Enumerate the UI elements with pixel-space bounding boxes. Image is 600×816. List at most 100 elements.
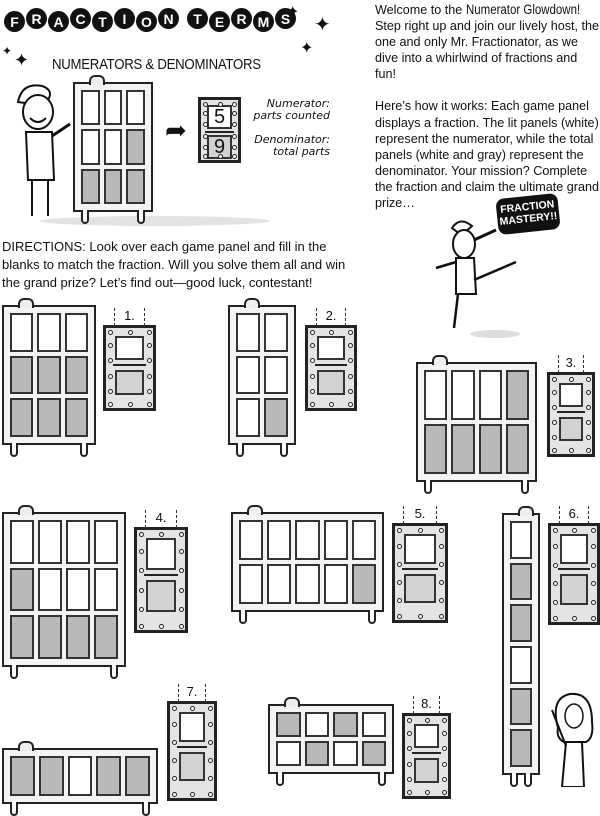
subtitle: NUMERATORS & DENOMINATORS xyxy=(52,56,261,73)
bulb-icon xyxy=(139,587,144,593)
bulb-icon xyxy=(208,722,213,727)
title-letter: C xyxy=(70,8,91,29)
bulb-icon xyxy=(203,154,208,159)
bulb-icon xyxy=(407,761,412,767)
bulb-icon xyxy=(553,599,558,605)
game-panel-cabinet xyxy=(416,355,537,494)
bulb-icon xyxy=(591,562,596,568)
bulb-icon xyxy=(552,435,557,440)
bulb-icon xyxy=(407,718,412,723)
numerator-blank[interactable] xyxy=(414,724,439,749)
numerator-blank[interactable] xyxy=(115,336,144,361)
fraction-board: 7. xyxy=(167,684,217,801)
bulb-icon xyxy=(217,102,223,107)
lit-panel xyxy=(295,520,320,560)
bulb-icon xyxy=(147,330,152,335)
bulb-icon xyxy=(203,122,208,128)
unlit-panel xyxy=(361,741,386,766)
bulb-icon xyxy=(439,614,444,619)
numerator-blank[interactable] xyxy=(560,534,588,565)
title-letter: F xyxy=(4,11,25,32)
bulb-icon xyxy=(179,587,184,593)
unlit-panel xyxy=(38,615,62,659)
numerator-blank[interactable] xyxy=(146,538,176,570)
unlit-panel xyxy=(64,398,88,437)
title-letter: A xyxy=(48,11,69,32)
bulb-icon xyxy=(147,358,152,364)
bulb-icon xyxy=(553,528,558,533)
fraction-bar xyxy=(177,745,207,748)
unlit-panel xyxy=(510,604,532,642)
cabinet-leg xyxy=(510,773,518,787)
mr-fractionator-illustration xyxy=(435,220,517,329)
cabinet-leg xyxy=(424,480,432,494)
numerator-blank[interactable] xyxy=(404,534,436,564)
fraction-bar xyxy=(144,573,178,576)
bulb-icon xyxy=(108,358,113,364)
denominator-blank[interactable] xyxy=(560,574,588,605)
denominator-blank[interactable] xyxy=(404,573,436,604)
unlit-panel xyxy=(37,398,61,437)
bulb-icon xyxy=(572,616,577,621)
bulb-icon xyxy=(108,373,113,379)
bulb-icon xyxy=(397,580,402,585)
denominator-note: Denominator: total parts xyxy=(246,134,330,158)
intro-p2-text: Here’s how it works: Each game panel dis… xyxy=(375,99,600,211)
numerator-blank[interactable] xyxy=(317,336,345,361)
bulb-icon xyxy=(591,544,596,550)
bulb-icon xyxy=(424,718,430,723)
bulb-icon xyxy=(552,405,557,410)
lit-panel xyxy=(103,129,123,165)
game-panel-cabinet xyxy=(502,506,540,787)
cabinet-leg xyxy=(378,772,386,786)
cabinet-leg xyxy=(521,480,529,494)
lit-panel xyxy=(66,520,90,564)
numerator-blank[interactable] xyxy=(179,712,205,742)
unlit-panel xyxy=(96,756,122,796)
bulb-icon xyxy=(208,706,213,711)
bulb-icon xyxy=(407,790,412,795)
bulb-icon xyxy=(329,330,334,335)
bulb-icon xyxy=(203,111,208,117)
cabinet-leg xyxy=(10,665,18,679)
bulb-icon xyxy=(552,448,557,453)
bulb-icon xyxy=(552,377,557,382)
lit-panel xyxy=(38,567,62,612)
sparkle-icon: ✦ xyxy=(300,40,314,57)
bulb-icon xyxy=(586,390,591,395)
lit-panel xyxy=(81,90,100,126)
numerator-blank[interactable] xyxy=(559,383,583,407)
bulb-icon xyxy=(310,402,315,407)
intro-paragraph-2: Here’s how it works: Each game panel dis… xyxy=(375,98,600,211)
bulb-icon xyxy=(591,616,596,621)
cabinet-leg xyxy=(276,772,284,786)
unlit-panel xyxy=(103,168,123,204)
bulb-icon xyxy=(552,420,557,425)
denominator-blank[interactable] xyxy=(317,370,345,395)
lit-panel xyxy=(236,313,260,352)
bulb-icon xyxy=(407,776,412,782)
unlit-panel xyxy=(264,398,288,437)
bulb-icon xyxy=(569,448,574,453)
fraction-bar xyxy=(557,410,585,413)
lit-panel xyxy=(94,520,118,564)
bulb-icon xyxy=(108,330,113,335)
lit-panel xyxy=(236,398,260,437)
denominator-blank[interactable] xyxy=(146,579,176,612)
directions-label: Directions: xyxy=(2,239,86,254)
title-letter: N xyxy=(158,8,179,29)
cabinet-leg xyxy=(80,443,88,457)
unlit-panel xyxy=(66,615,90,659)
bulb-icon xyxy=(397,614,402,619)
bulb-icon xyxy=(208,758,213,763)
sparkle-icon: ✦ xyxy=(2,44,13,58)
problem-number: 7. xyxy=(178,684,206,702)
lit-panel xyxy=(126,90,145,126)
denominator-blank[interactable] xyxy=(559,416,583,441)
denominator-blank[interactable] xyxy=(115,370,144,395)
denominator-blank[interactable] xyxy=(179,751,205,782)
denominator-blank[interactable] xyxy=(414,758,439,783)
unlit-panel xyxy=(510,729,532,767)
lit-panel xyxy=(351,520,376,560)
host-illustration xyxy=(16,84,71,216)
